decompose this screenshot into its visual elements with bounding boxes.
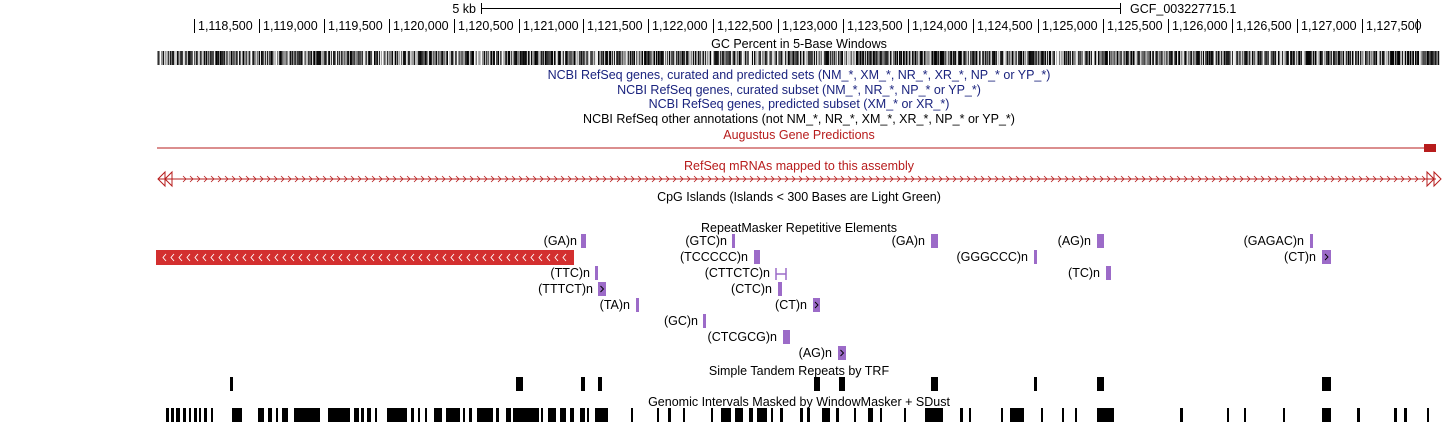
ruler-tick-label: 1,124,000 <box>912 19 968 33</box>
refseq-curated-track-title[interactable]: NCBI RefSeq genes, curated subset (NM_*,… <box>617 83 981 97</box>
gc-percent-track-title[interactable]: GC Percent in 5-Base Windows <box>711 37 887 51</box>
repeatmasker-track[interactable] <box>156 234 1331 360</box>
ruler-tick <box>1362 19 1363 33</box>
scale-label: 5 kb <box>452 2 476 16</box>
ruler-tick-label: 1,126,500 <box>1236 19 1292 33</box>
repeat-element-label[interactable]: (GC)n <box>663 314 698 328</box>
ruler-tick-label: 1,122,000 <box>652 19 708 33</box>
ruler-tick <box>389 19 390 33</box>
repeat-element-label[interactable]: (GA)n <box>543 234 577 248</box>
augustus-gene-track[interactable] <box>157 144 1436 152</box>
repeat-element-label[interactable]: (TC)n <box>1068 266 1100 280</box>
repeat-element-label[interactable]: (AG)n <box>1057 234 1091 248</box>
repeat-element-label[interactable]: (AG)n <box>798 346 832 360</box>
simple-repeats-track[interactable] <box>230 377 1331 391</box>
ruler-tick <box>908 19 909 33</box>
repeat-element-label[interactable]: (CT)n <box>775 298 807 312</box>
ruler-tick-label: 1,118,500 <box>198 19 253 33</box>
ruler-tick <box>973 19 974 33</box>
ruler-tick <box>648 19 649 33</box>
ruler-tick-label: 1,121,000 <box>523 19 579 33</box>
ruler-tick <box>454 19 455 33</box>
ruler-tick <box>1038 19 1039 33</box>
ruler-tick <box>778 19 779 33</box>
repeat-element-label[interactable]: (GGGCCC)n <box>956 250 1028 264</box>
refseq-predicted-track-title[interactable]: NCBI RefSeq genes, predicted subset (XM_… <box>648 97 950 111</box>
ruler-tick-label: 1,120,000 <box>393 19 449 33</box>
windowmasker-track-title[interactable]: Genomic Intervals Masked by WindowMasker… <box>648 395 950 409</box>
repeat-element-label[interactable]: (GAGAC)n <box>1243 234 1304 248</box>
ruler-tick-label: 1,125,000 <box>1042 19 1098 33</box>
ruler-tick <box>1417 19 1418 33</box>
repeat-element-label[interactable]: (TTC)n <box>550 266 590 280</box>
ruler-tick <box>1168 19 1169 33</box>
ruler-tick-label: 1,123,000 <box>782 19 838 33</box>
ruler-tick <box>1297 19 1298 33</box>
ruler-tick-label: 1,124,500 <box>977 19 1033 33</box>
ruler-tick <box>583 19 584 33</box>
cpg-islands-track-title[interactable]: CpG Islands (Islands < 300 Bases are Lig… <box>657 190 941 204</box>
ruler-tick-label: 1,119,000 <box>263 19 318 33</box>
ruler-tick <box>259 19 260 33</box>
assembly-label: GCF_003227715.1 <box>1130 2 1237 16</box>
ruler-tick <box>519 19 520 33</box>
repeat-element-label[interactable]: (CT)n <box>1284 250 1316 264</box>
ruler-tick-label: 1,126,000 <box>1172 19 1228 33</box>
augustus-track-title[interactable]: Augustus Gene Predictions <box>723 128 875 142</box>
ruler-tick <box>843 19 844 33</box>
scale-bar <box>481 8 1121 9</box>
refseq-other-track-title[interactable]: NCBI RefSeq other annotations (not NM_*,… <box>583 112 1015 126</box>
repeat-element-label[interactable]: (TCCCCC)n <box>679 250 748 264</box>
ruler-tick-label: 1,121,500 <box>587 19 643 33</box>
ruler-tick-label: 1,122,500 <box>717 19 773 33</box>
large-repeat-element[interactable] <box>156 250 574 265</box>
ruler-tick-label: 1,119,500 <box>328 19 383 33</box>
ruler-tick <box>324 19 325 33</box>
repeat-element-label[interactable]: (CTCGCG)n <box>707 330 777 344</box>
ruler-tick-label: 1,120,500 <box>458 19 514 33</box>
repeat-element-label[interactable]: (CTTCTC)n <box>704 266 770 280</box>
ruler-tick-label: 1,127,500 <box>1366 19 1422 33</box>
repeat-element-label[interactable]: (GA)n <box>891 234 925 248</box>
ruler-tick <box>713 19 714 33</box>
repeat-element-label[interactable]: (TTTCT)n <box>538 282 593 296</box>
scale-bar-left-cap <box>481 3 482 14</box>
refseq-mrna-track[interactable] <box>157 170 1442 188</box>
windowmasker-track[interactable] <box>166 408 1429 422</box>
refseq-all-track-title[interactable]: NCBI RefSeq genes, curated and predicted… <box>547 68 1051 82</box>
ruler-tick <box>194 19 195 33</box>
repeat-element-label[interactable]: (TA)n <box>599 298 630 312</box>
ruler-tick-label: 1,127,000 <box>1301 19 1357 33</box>
ruler-tick-label: 1,125,500 <box>1107 19 1163 33</box>
scale-bar-right-cap <box>1120 3 1121 14</box>
repeatmasker-track-title[interactable]: RepeatMasker Repetitive Elements <box>701 221 897 235</box>
repeat-element-label[interactable]: (CTC)n <box>731 282 772 296</box>
refseq-mrna-track-title[interactable]: RefSeq mRNAs mapped to this assembly <box>684 159 914 173</box>
repeat-element-label[interactable]: (GTC)n <box>685 234 727 248</box>
gc-percent-track[interactable] <box>157 51 1440 65</box>
ruler-tick-label: 1,123,500 <box>847 19 903 33</box>
ruler-tick <box>1232 19 1233 33</box>
ruler-tick <box>1103 19 1104 33</box>
simple-repeats-track-title[interactable]: Simple Tandem Repeats by TRF <box>708 364 890 378</box>
